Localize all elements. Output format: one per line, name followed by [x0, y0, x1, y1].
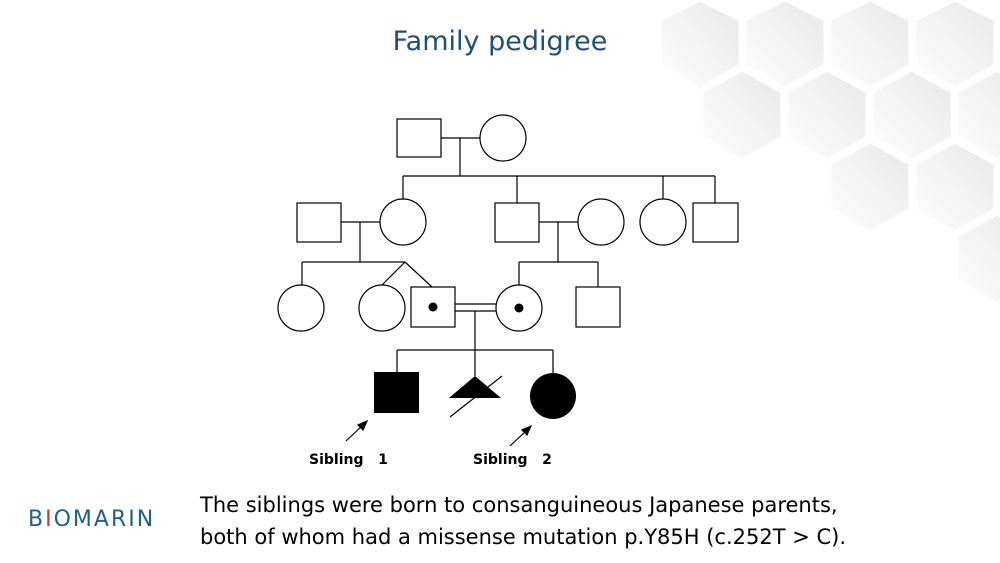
gen2-male-1	[296, 202, 342, 243]
gen3-female-1	[277, 284, 325, 332]
logo-text-b: B	[28, 507, 46, 532]
gen2-male-3	[692, 202, 739, 243]
sibling-2-affected-female	[530, 373, 576, 419]
gen3-twin-line-2	[404, 261, 433, 288]
caption: The siblings were born to consanguineous…	[200, 489, 920, 553]
caption-line-1: The siblings were born to consanguineous…	[200, 493, 838, 517]
gen3-female-2	[358, 284, 406, 332]
logo-text-omarin: OMARIN	[53, 507, 156, 532]
gen2-female-3	[639, 198, 687, 246]
slide-title: Family pedigree	[392, 26, 608, 57]
sibling-2-arrowhead	[520, 424, 533, 437]
gen2-female-1	[379, 198, 427, 246]
sibling-1-affected-male	[374, 372, 419, 413]
sibling-1-arrowhead	[356, 419, 369, 432]
caption-line-2: both of whom had a missense mutation p.Y…	[200, 525, 847, 549]
carrier-dot-female	[514, 303, 524, 313]
sibling-2-label: Sibling 2	[473, 452, 552, 468]
logo-text-i: I	[45, 507, 54, 532]
gen1-female	[479, 114, 527, 162]
carrier-dot-male	[428, 302, 438, 312]
deceased-pregnancy-triangle	[449, 376, 501, 398]
sibling-1-label: Sibling 1	[309, 452, 388, 468]
biomarin-logo: BIOMARIN	[28, 507, 155, 532]
gen3-male-2	[575, 286, 621, 328]
deceased-slash	[449, 375, 503, 418]
gen2-female-2	[577, 198, 625, 246]
gen2-male-2	[494, 202, 540, 243]
gen3-twin-line-1	[381, 261, 406, 286]
gen1-male	[396, 118, 442, 158]
